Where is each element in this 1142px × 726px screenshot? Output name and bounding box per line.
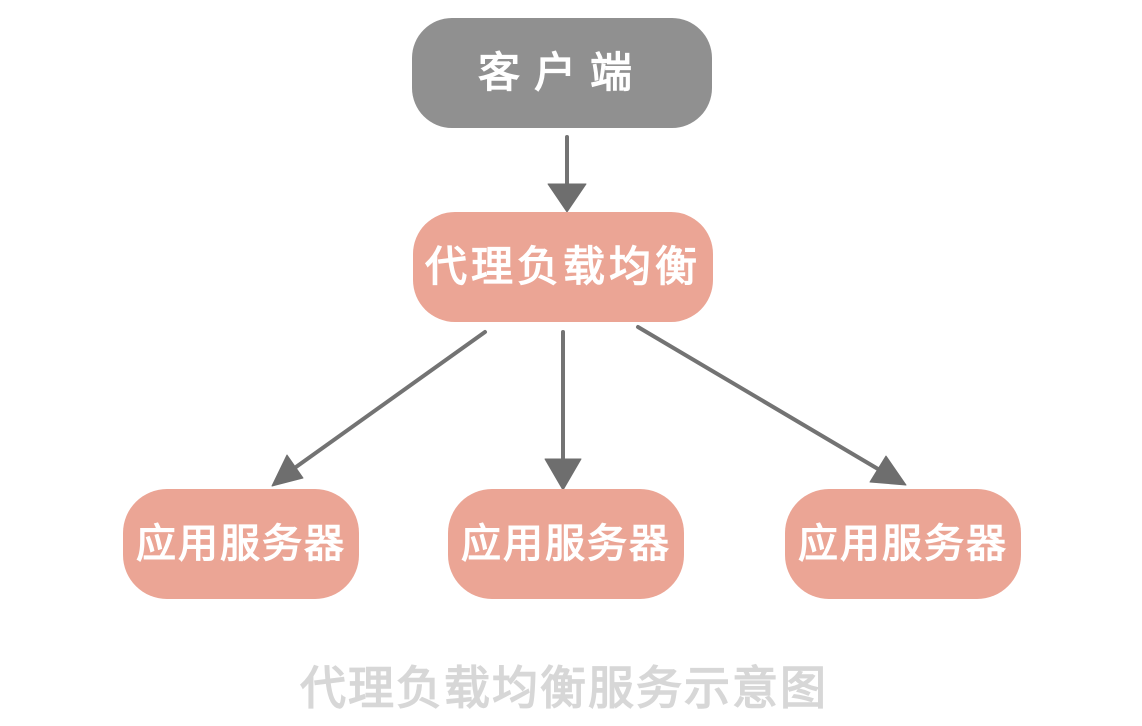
arrow-balancer-to-server2: [544, 330, 582, 491]
diagram-caption: 代理负载均衡服务示意图: [300, 662, 828, 714]
node-load-balancer: 代理负载均衡: [413, 212, 713, 322]
node-app-server-1-label: 应用服务器: [136, 522, 346, 566]
node-app-server-3-label: 应用服务器: [798, 522, 1008, 566]
node-app-server-1: 应用服务器: [123, 489, 359, 599]
node-app-server-3: 应用服务器: [785, 489, 1021, 599]
arrow-client-to-balancer: [547, 135, 587, 213]
arrow-balancer-to-server1: [271, 330, 487, 487]
node-client-label: 客户端: [477, 49, 646, 96]
node-load-balancer-label: 代理负载均衡: [424, 243, 701, 290]
arrow-balancer-to-server3: [636, 325, 907, 486]
node-app-server-2-label: 应用服务器: [461, 522, 671, 566]
node-client: 客户端: [412, 18, 712, 128]
node-app-server-2: 应用服务器: [448, 489, 684, 599]
